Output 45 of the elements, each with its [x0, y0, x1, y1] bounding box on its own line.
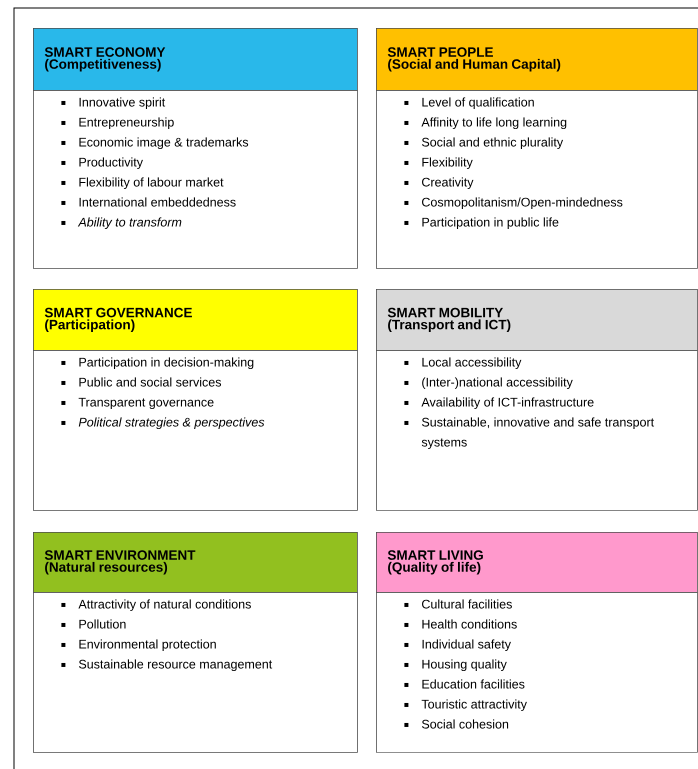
list-item: Cultural facilities: [404, 599, 512, 609]
list-item: Innovative spirit: [61, 97, 166, 110]
list-item: Health conditions: [404, 619, 517, 629]
list-item: Productivity: [61, 157, 143, 170]
card-header: SMART ECONOMY (Competitiveness): [33, 28, 358, 91]
list-item: Social cohesion: [404, 719, 508, 729]
list-item: Economic image & trademarks: [61, 137, 248, 150]
list-item: Entrepreneurship: [61, 117, 174, 130]
card-body: [33, 592, 358, 753]
card-header: SMART MOBILITY (Transport and ICT): [376, 289, 698, 351]
card-header: SMART PEOPLE (Social and Human Capital): [376, 28, 698, 91]
list-item: Social and ethnic plurality: [404, 137, 564, 150]
list-item: Touristic attractivity: [404, 699, 527, 712]
card-body: [376, 90, 698, 269]
list-item: Transparent governance: [61, 398, 214, 410]
list-item: Participation in public life: [404, 217, 558, 230]
list-item: Availability of ICT-infrastructure: [404, 397, 594, 410]
card-body: [376, 592, 698, 753]
list-item: Flexibility: [404, 157, 473, 170]
list-item: Cosmopolitanism/Open-mindedness: [404, 197, 622, 210]
list-item: Individual safety: [404, 639, 511, 652]
list-item: International embeddedness: [61, 197, 236, 207]
list-item: Sustainable resource management: [61, 659, 272, 672]
card-body: [33, 90, 358, 269]
list-item: Ability to transform: [61, 217, 182, 230]
list-item: Level of qualification: [404, 97, 534, 110]
list-item: Education facilities: [404, 679, 524, 689]
card-header: SMART LIVING (Quality of life): [376, 532, 698, 593]
list-item: Environmental protection: [61, 639, 216, 652]
list-item: Public and social services: [61, 377, 222, 387]
card-header: SMART GOVERNANCE (Participation): [33, 289, 358, 351]
list-item: Creativity: [404, 177, 474, 190]
list-item: Political strategies & perspectives: [61, 417, 264, 430]
card-body: [376, 350, 698, 511]
card-header: SMART ENVIRONMENT (Natural resources): [33, 532, 358, 593]
card-body: [33, 350, 358, 511]
list-item: (Inter-)national accessibility: [404, 377, 573, 390]
list-item: Attractivity of natural conditions: [61, 599, 251, 612]
list-item: Participation in decision-making: [61, 357, 254, 370]
list-item: Sustainable, innovative and safe transport systems: [404, 417, 654, 450]
list-item: Housing quality: [404, 659, 507, 672]
list-item: Affinity to life long learning: [404, 117, 566, 130]
list-item: Local accessibility: [404, 357, 522, 370]
list-item: Flexibility of labour market: [61, 177, 224, 190]
list-item: Pollution: [61, 619, 126, 629]
